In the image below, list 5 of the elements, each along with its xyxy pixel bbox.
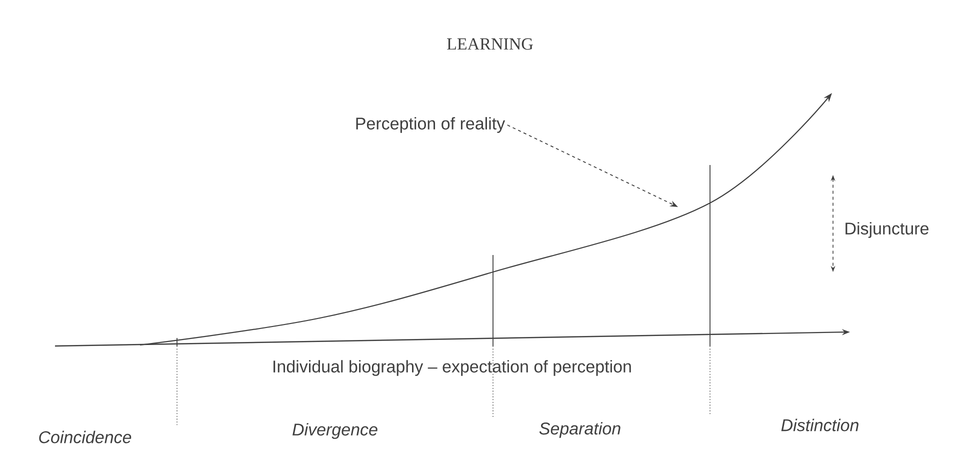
phase-label: Distinction [781, 418, 858, 432]
phase-label: Separation [539, 422, 620, 438]
title: LEARNING [447, 38, 533, 50]
phase-label: Coincidence [39, 430, 132, 444]
phase-label: Divergence [292, 423, 378, 439]
